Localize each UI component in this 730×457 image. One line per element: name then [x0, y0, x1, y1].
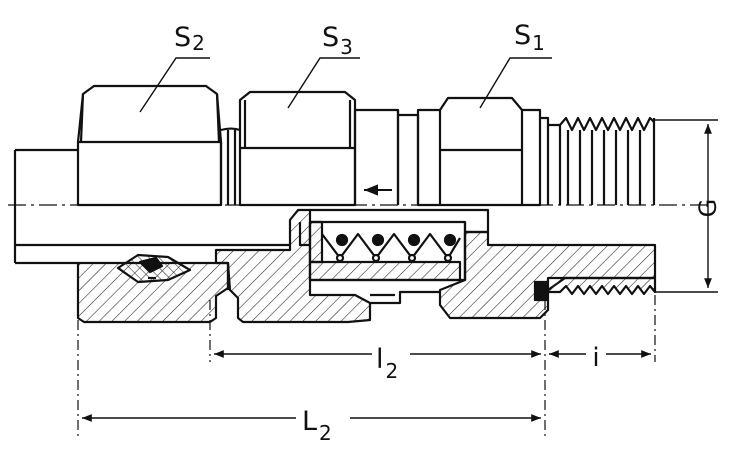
tube [13, 148, 290, 265]
neck-left [220, 127, 241, 205]
label-i: i [592, 343, 599, 373]
nut-s1 [416, 96, 562, 207]
leader-s1 [479, 57, 552, 109]
body-s3 [238, 90, 357, 207]
leader-s3 [287, 57, 360, 109]
label-s1: S1 [514, 20, 545, 55]
section-body-s3 [214, 208, 372, 324]
thread-stud-bottom [546, 276, 657, 296]
sealing-ring [533, 280, 549, 302]
cutting-ring-seal [138, 256, 164, 274]
thread-stud-top [559, 116, 656, 205]
spring [321, 232, 461, 263]
section-nut-s1 [438, 230, 657, 320]
label-s2: S2 [174, 22, 205, 55]
label-s3: S3 [322, 22, 353, 59]
leader-s2 [139, 57, 210, 113]
nut-s2 [76, 84, 223, 207]
label-g: G [694, 199, 722, 218]
